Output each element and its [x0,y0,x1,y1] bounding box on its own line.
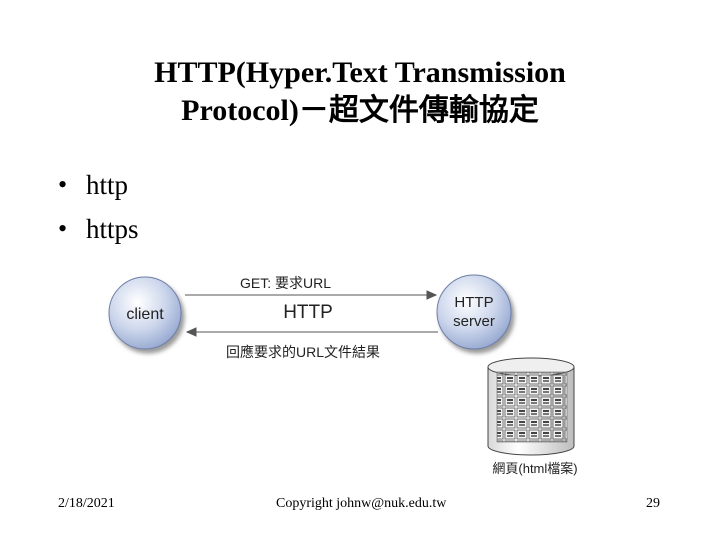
footer-copyright: Copyright johnw@nuk.edu.tw [276,496,446,512]
protocol-label: HTTP [283,302,333,323]
footer-date: 2/18/2021 [58,496,115,512]
server-label-line-2: server [453,313,495,330]
storage-label: 網頁(html檔案) [492,461,577,476]
html-files-storage-icon [488,358,574,455]
http-server-node [437,275,511,349]
server-label-line-1: HTTP [454,294,493,311]
footer-page-number: 29 [646,496,660,512]
client-label: client [126,306,164,323]
response-label: 回應要求的URL文件結果 [226,344,380,360]
request-label: GET: 要求URL [240,275,331,291]
